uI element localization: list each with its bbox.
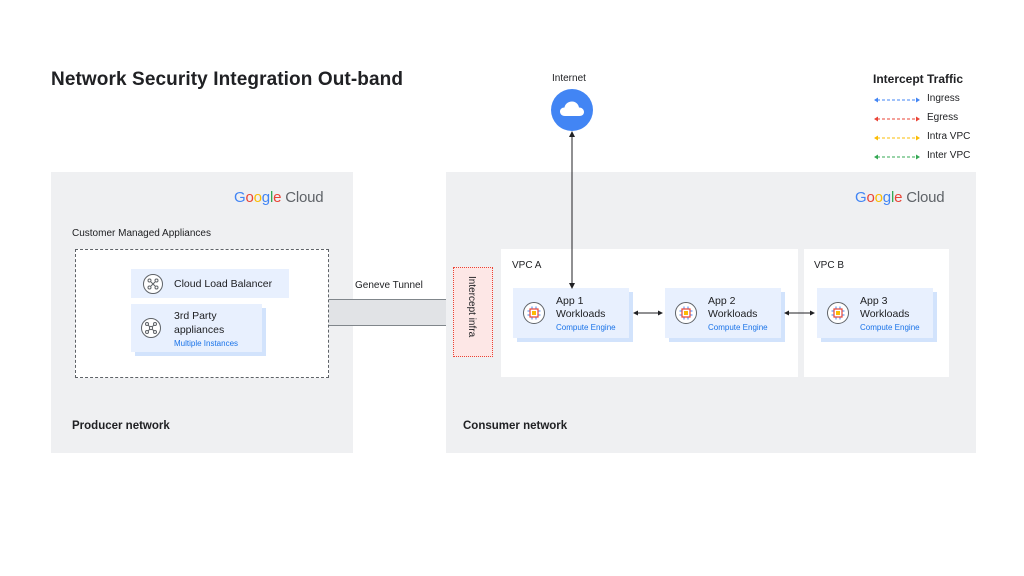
consumer-network-label: Consumer network bbox=[463, 420, 568, 432]
intercept-infra-label: Intercept infra bbox=[466, 276, 477, 338]
app-3-node: App 3 Workloads Compute Engine bbox=[817, 288, 933, 338]
legend-label: Egress bbox=[927, 112, 959, 123]
app1-to-app2-arrow bbox=[633, 310, 663, 316]
customer-managed-appliances-label: Customer Managed Appliances bbox=[72, 228, 211, 239]
legend-label: Ingress bbox=[927, 93, 960, 104]
compute-engine-icon bbox=[827, 302, 849, 324]
legend-label: Intra VPC bbox=[927, 131, 971, 142]
ingress-arrow-icon bbox=[874, 97, 920, 103]
appliance-label-line1: 3rd Party bbox=[174, 310, 217, 322]
legend-item-inter-vpc: Inter VPC bbox=[873, 150, 993, 164]
third-party-appliances-node: 3rd Party appliances Multiple Instances bbox=[131, 304, 262, 352]
app-workloads: Workloads bbox=[860, 308, 910, 320]
app-name: App 1 bbox=[556, 295, 584, 307]
cloud-icon bbox=[551, 89, 593, 131]
legend-item-egress: Egress bbox=[873, 112, 993, 126]
load-balancer-label: Cloud Load Balancer bbox=[174, 278, 273, 290]
app-sublabel: Compute Engine bbox=[860, 323, 920, 332]
google-cloud-logo: Google Cloud bbox=[855, 189, 945, 206]
app-sublabel: Compute Engine bbox=[708, 323, 768, 332]
appliance-sublabel: Multiple Instances bbox=[174, 339, 239, 348]
app-2-node: App 2 Workloads Compute Engine bbox=[665, 288, 781, 338]
inter-vpc-arrow-icon bbox=[874, 154, 920, 160]
vpc-a-label: VPC A bbox=[512, 260, 542, 271]
app-1-node: App 1 Workloads Compute Engine bbox=[513, 288, 629, 338]
cloud-load-balancer-node: Cloud Load Balancer bbox=[131, 269, 289, 298]
geneve-tunnel bbox=[329, 299, 454, 326]
intra-vpc-arrow-icon bbox=[874, 135, 920, 141]
producer-network-label: Producer network bbox=[72, 420, 170, 432]
intercept-infra-box bbox=[453, 267, 493, 357]
compute-engine-icon bbox=[523, 302, 545, 324]
legend-label: Inter VPC bbox=[927, 150, 971, 161]
app-name: App 3 bbox=[860, 295, 888, 307]
geneve-tunnel-label: Geneve Tunnel bbox=[355, 280, 423, 291]
google-cloud-logo: Google Cloud bbox=[234, 189, 324, 206]
load-balancer-icon bbox=[143, 274, 163, 294]
app-workloads: Workloads bbox=[708, 308, 758, 320]
egress-arrow-icon bbox=[874, 116, 920, 122]
compute-engine-icon bbox=[675, 302, 697, 324]
app-sublabel: Compute Engine bbox=[556, 323, 616, 332]
vpc-b-label: VPC B bbox=[814, 260, 845, 271]
app-name: App 2 bbox=[708, 295, 736, 307]
internet-to-app1-arrow bbox=[569, 131, 575, 289]
diagram-title: Network Security Integration Out-band bbox=[51, 69, 404, 90]
appliance-icon bbox=[141, 318, 161, 338]
appliance-label-line2: appliances bbox=[174, 324, 225, 336]
legend-title: Intercept Traffic bbox=[873, 72, 964, 86]
legend-item-ingress: Ingress bbox=[873, 93, 993, 107]
legend-item-intra-vpc: Intra VPC bbox=[873, 131, 993, 145]
app-workloads: Workloads bbox=[556, 308, 606, 320]
internet-label: Internet bbox=[552, 73, 586, 84]
app2-to-app3-arrow bbox=[784, 310, 815, 316]
